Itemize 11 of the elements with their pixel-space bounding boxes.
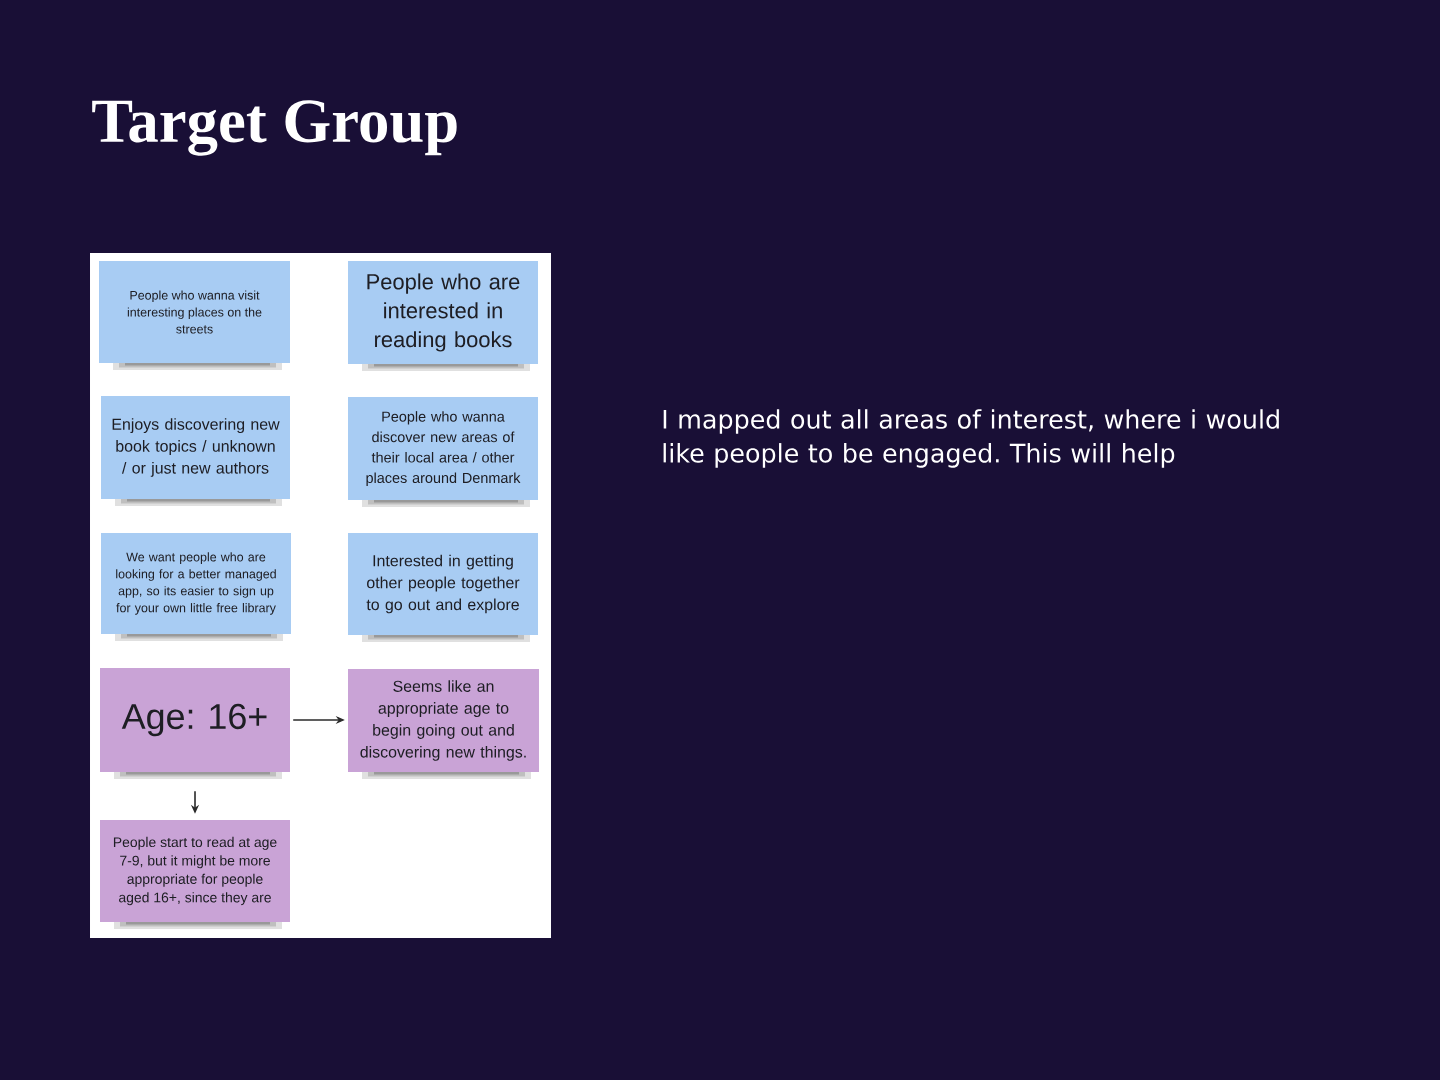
sticky-note: Age: 16+ (100, 668, 290, 772)
sticky-note: People who wanna discover new areas of their local area / other places around Denmark (348, 397, 538, 500)
sticky-note: People who wanna visit interesting places on the streets (99, 261, 290, 363)
sticky-note: Interested in getting other people together to go out and explore (348, 533, 538, 635)
sticky-note: Enjoys discovering new book topics / unknown / or just new authors (101, 396, 290, 499)
page-title: Target Group (92, 100, 457, 156)
sticky-note: People start to read at age 7-9, but it might be more appropriate for people aged 16+, since they are (100, 820, 290, 922)
sticky-note: People who are interested in reading books (348, 261, 538, 364)
description-text: I mapped out all areas of interest, where i would like people to be engaged. This will help (663, 409, 1279, 468)
sticky-note: We want people who are looking for a better managed app, so its easier to sign up for your own little free library (101, 533, 291, 634)
sticky-note: Seems like an appropriate age to begin going out and discovering new things. (348, 669, 539, 772)
